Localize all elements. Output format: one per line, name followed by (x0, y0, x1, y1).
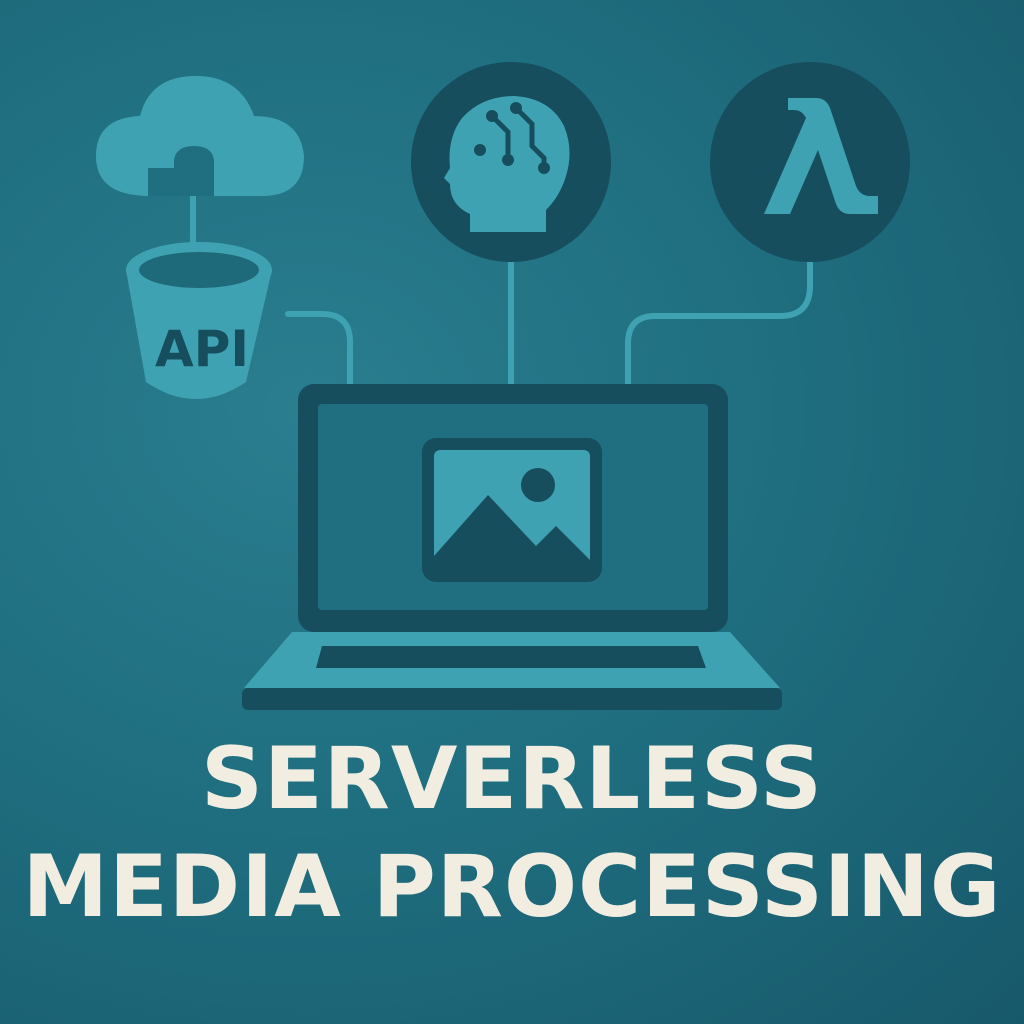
image-icon (422, 438, 602, 582)
cloud-icon (96, 76, 304, 196)
bucket-label: API (155, 320, 249, 378)
upload-arrow-icon (148, 146, 214, 196)
connector-bucket-to-laptop (285, 311, 353, 387)
bucket-icon (126, 242, 272, 399)
ai-service-node (411, 62, 611, 262)
diagram-title: SERVERLESS MEDIA PROCESSING (0, 736, 1024, 930)
compute-function-node (710, 62, 910, 262)
title-line-2: MEDIA PROCESSING (22, 837, 1002, 937)
connectors (190, 187, 813, 387)
ai-head-icon (444, 96, 570, 232)
laptop-keyboard (316, 646, 706, 668)
title-line-1: SERVERLESS (201, 729, 823, 829)
lambda-icon (764, 98, 878, 214)
connector-lambda-to-laptop (625, 259, 813, 387)
